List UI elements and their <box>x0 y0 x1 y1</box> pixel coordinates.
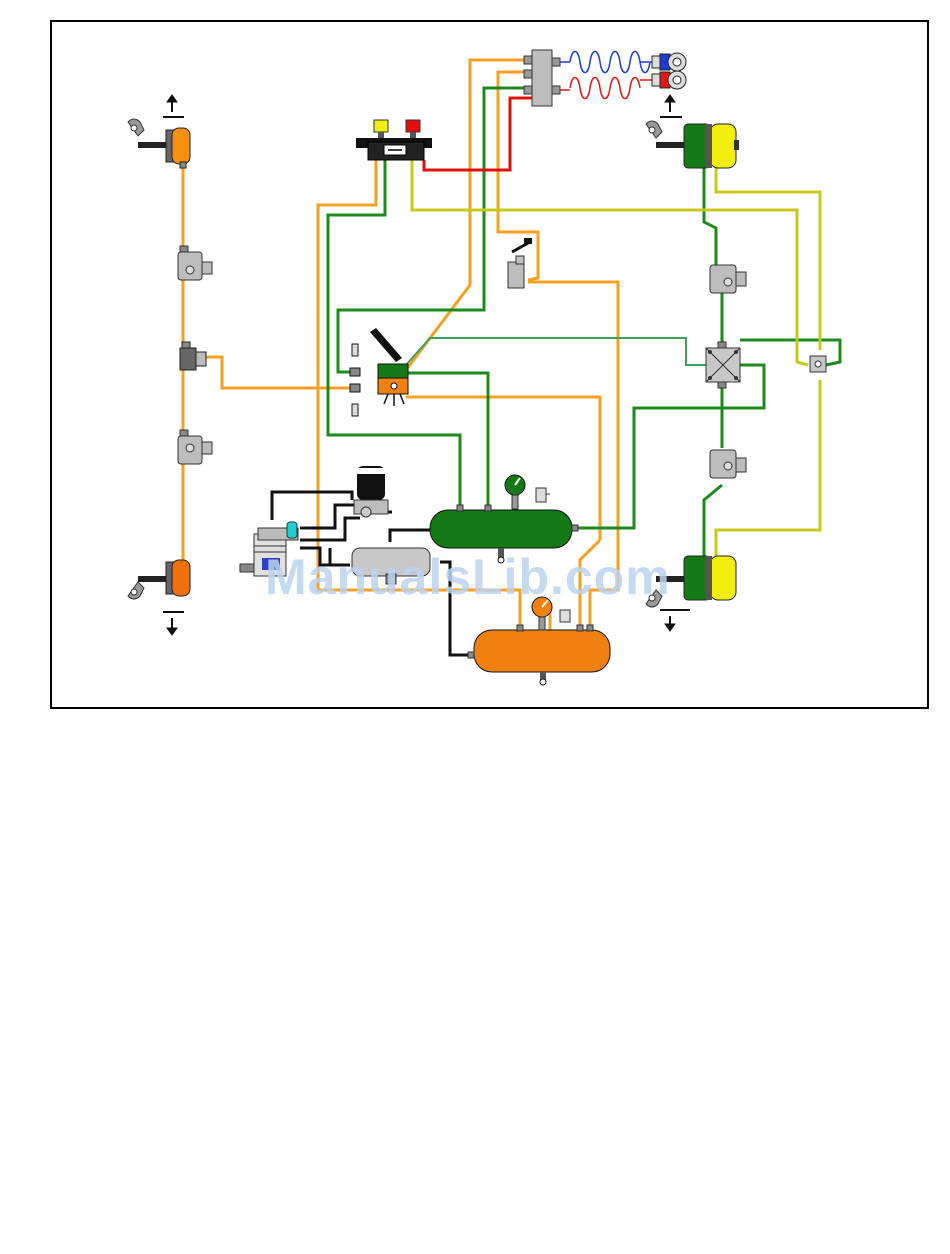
left-relay-valve-lower <box>178 430 212 464</box>
relay-valve <box>706 342 740 388</box>
left-relay-valve-upper <box>178 246 212 280</box>
right-bottom-slack-indicator-icon <box>660 610 690 631</box>
right-top-slack-indicator-icon <box>660 95 682 117</box>
right-relay-valve-lower <box>710 450 746 478</box>
watermark-text: ManualsLib.com <box>265 548 671 606</box>
left-top-slack-indicator-icon <box>163 95 184 117</box>
service-pressure-gauge-icon <box>505 475 525 509</box>
supply-reservoir-orange-tank <box>474 630 610 685</box>
service-coil-hose <box>560 52 652 73</box>
foot-brake-treadle-valve <box>350 328 408 416</box>
trailer-hand-control-valve <box>356 120 432 160</box>
supply-yellow-lines <box>412 160 820 560</box>
left-bottom-brake-chamber <box>128 560 190 599</box>
governor-unloader <box>354 466 388 517</box>
gladhand-red-icon <box>652 71 686 89</box>
gladhand-blue-icon <box>652 53 686 71</box>
supply-tank-switch <box>560 610 570 622</box>
emergency-coil-hose <box>560 78 652 99</box>
service-tank-switch <box>536 488 550 502</box>
right-top-spring-brake-chamber <box>646 121 739 168</box>
left-top-brake-chamber <box>128 119 190 168</box>
control-red-line <box>424 98 540 170</box>
service-lightgreen-line <box>406 338 706 365</box>
double-check-valve <box>810 356 826 372</box>
right-relay-valve-upper <box>710 265 746 293</box>
left-quick-release-valve <box>180 342 206 370</box>
left-bottom-slack-indicator-icon <box>163 612 184 635</box>
